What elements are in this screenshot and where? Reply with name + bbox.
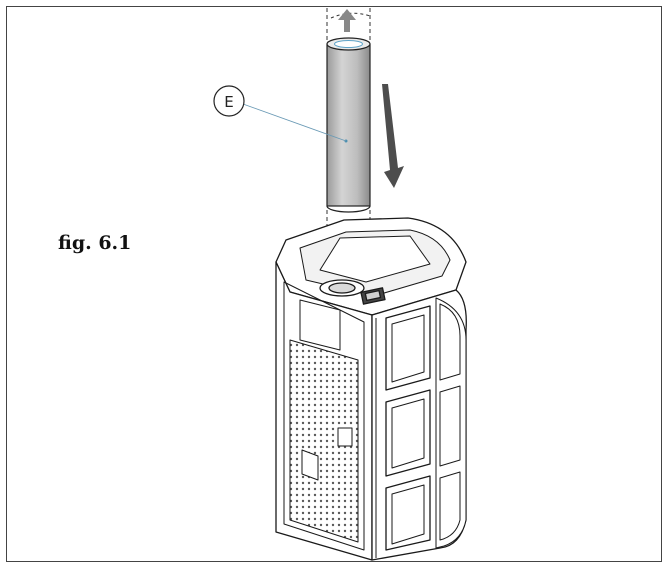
down-arrow-icon	[382, 84, 404, 188]
flue-extension-dashed	[326, 8, 371, 40]
callout-e: E	[213, 85, 347, 142]
flue-pipe-e	[326, 37, 371, 213]
up-arrow-icon	[338, 9, 356, 32]
figure-label: fig. 6.1	[58, 232, 132, 254]
callout-letter: E	[224, 93, 233, 111]
pellet-stove-body	[275, 217, 467, 561]
